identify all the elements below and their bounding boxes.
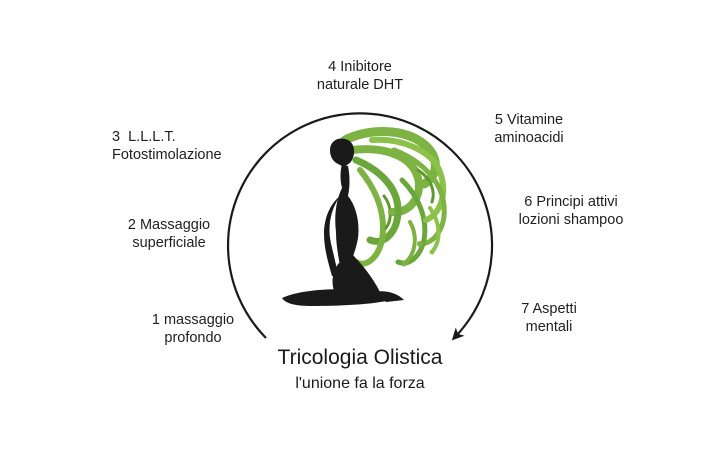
- step-1-label: 1 massaggio profondo: [138, 311, 248, 347]
- step-7-line2: mentali: [525, 319, 573, 335]
- step-1-line1: 1 massaggio: [151, 312, 235, 328]
- step-2-label: 2 Massaggio superficiale: [114, 216, 224, 252]
- step-5-line1: 5 Vitamine: [494, 112, 564, 128]
- step-1-line2: profondo: [164, 330, 222, 346]
- step-3-line2: Fotostimolazione: [112, 147, 222, 163]
- step-4-label: 4 Inibitore naturale DHT: [295, 58, 425, 94]
- step-4-line2: naturale DHT: [316, 77, 404, 93]
- step-2-line2: superficiale: [132, 235, 206, 251]
- step-7-line1: 7 Aspetti: [521, 301, 577, 317]
- diagram-title: Tricologia Olistica: [277, 346, 443, 369]
- step-6-label: 6 Principi attivi lozioni shampoo: [496, 193, 646, 229]
- cycle-arc: [226, 112, 494, 341]
- woman-silhouette: [282, 138, 404, 306]
- hair-illustration: [340, 127, 447, 267]
- step-5-line2: aminoacidi: [494, 130, 564, 146]
- step-6-line1: 6 Principi attivi: [524, 194, 618, 210]
- step-4-line1: 4 Inibitore: [328, 59, 392, 75]
- step-3-line1: 3 L.L.L.T.: [112, 129, 176, 145]
- step-2-line1: 2 Massaggio: [127, 217, 211, 233]
- step-7-label: 7 Aspetti mentali: [494, 300, 604, 336]
- step-3-label: 3 L.L.L.T. Fotostimolazione: [112, 128, 252, 164]
- step-5-label: 5 Vitamine aminoacidi: [474, 111, 584, 147]
- diagram-subtitle: l'unione fa la forza: [295, 375, 425, 392]
- step-6-line2: lozioni shampoo: [518, 212, 624, 228]
